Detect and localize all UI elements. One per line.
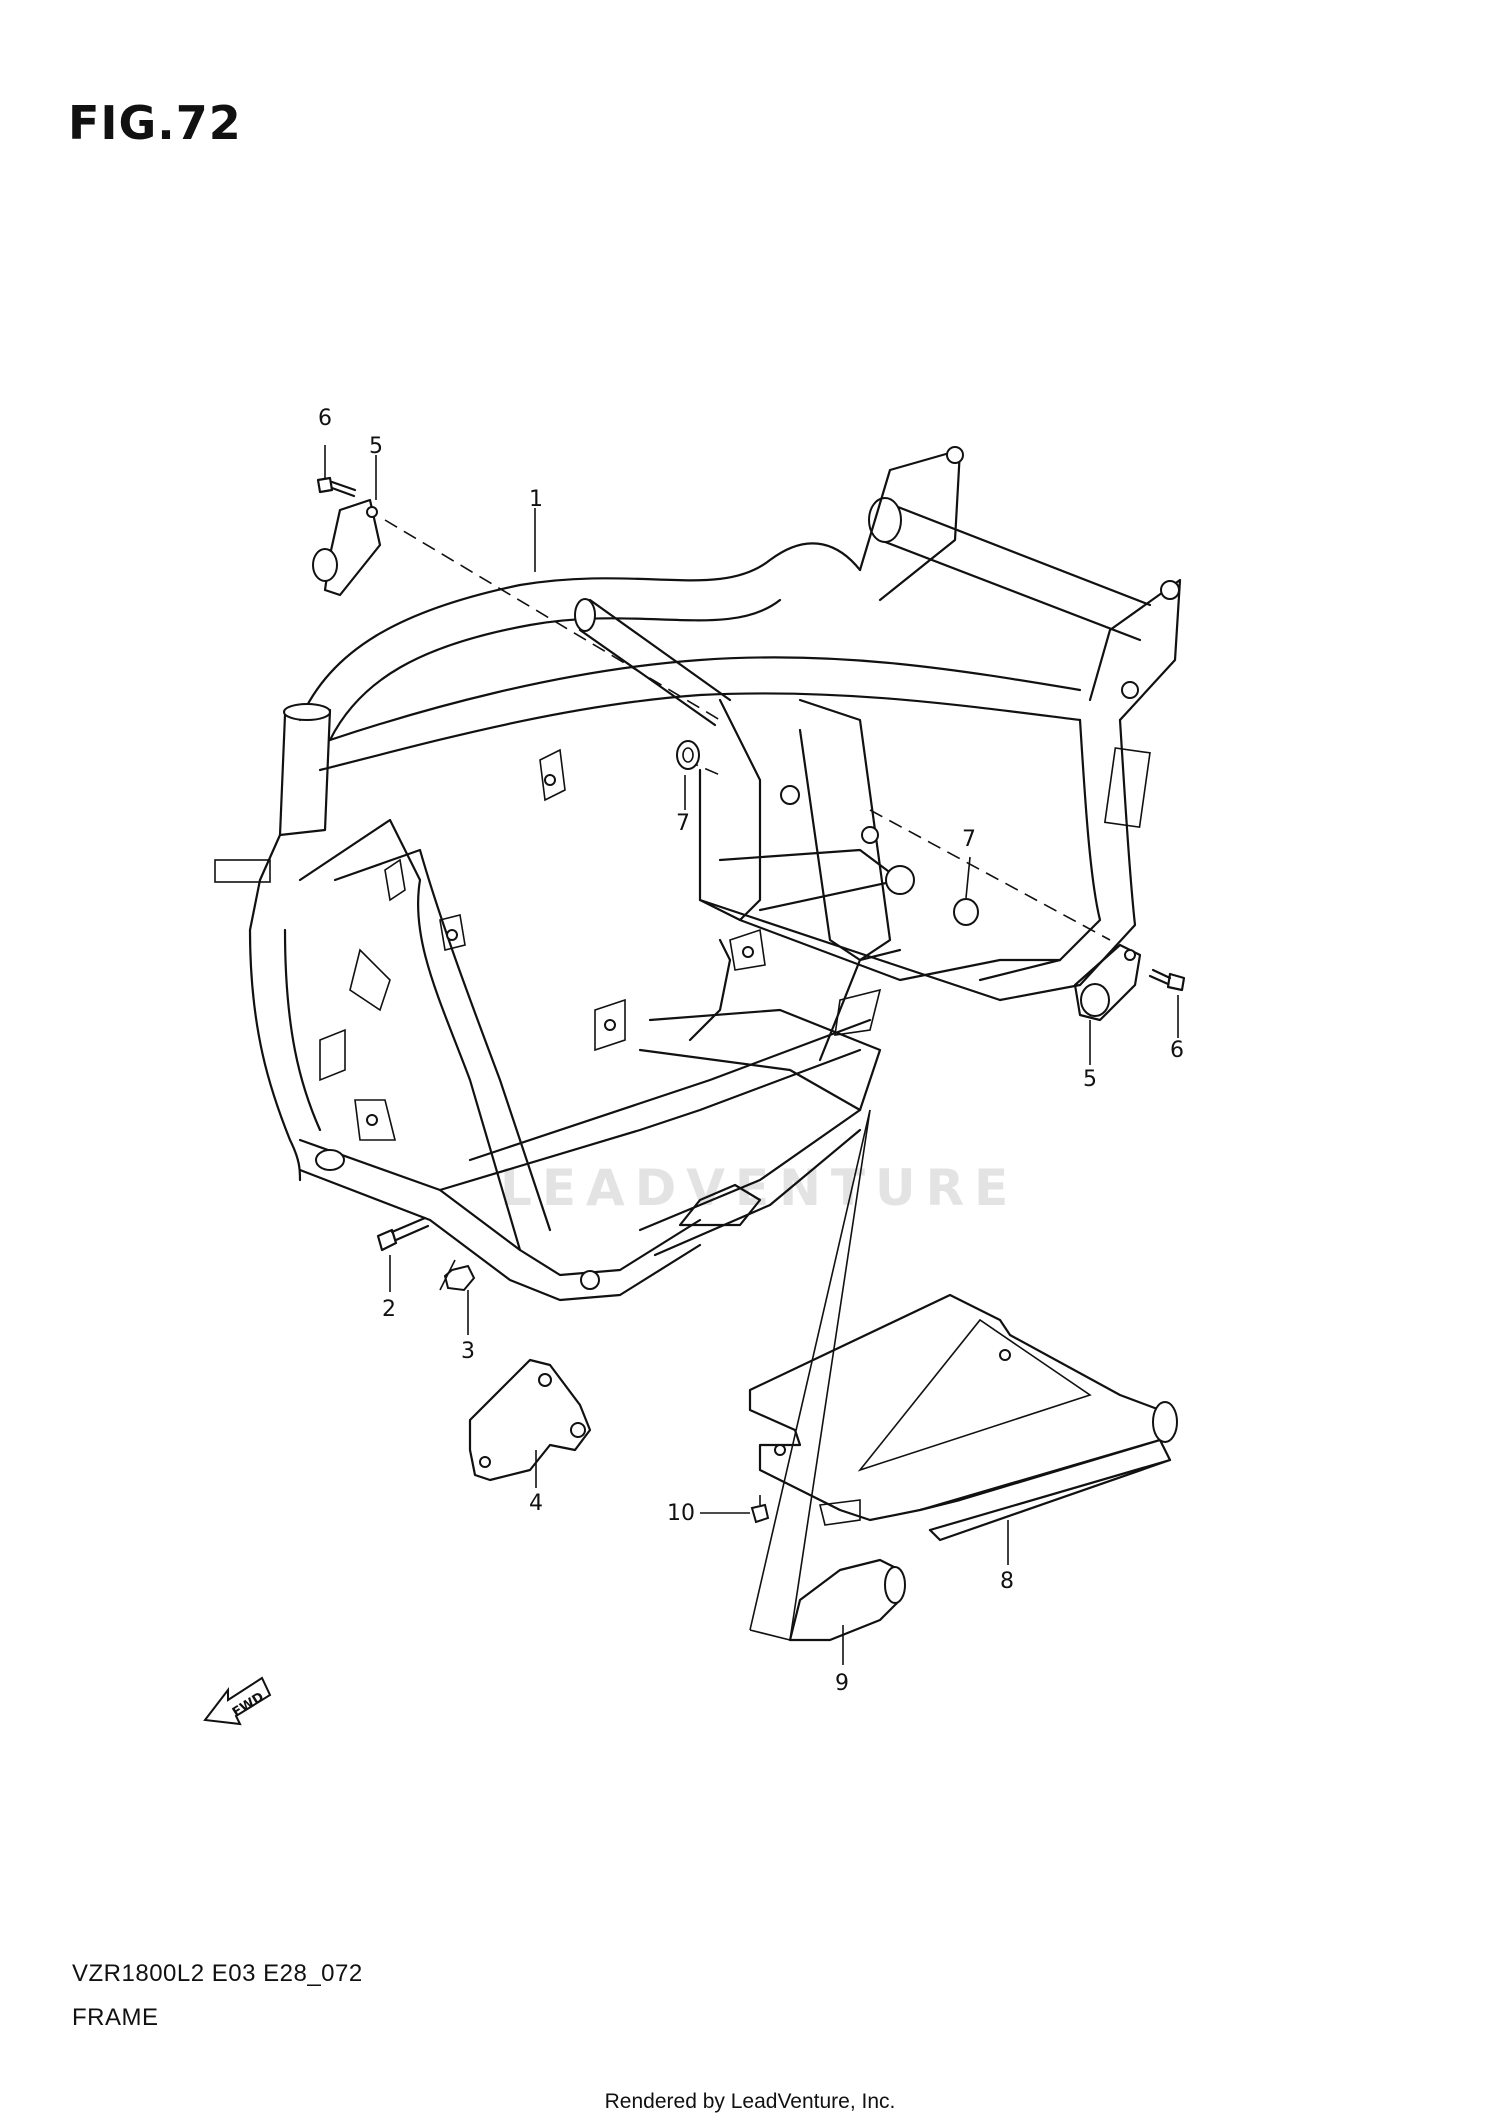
part-4-bracket bbox=[468, 1358, 592, 1482]
callout-4: 4 bbox=[529, 1491, 543, 1516]
part-6-bolt-right bbox=[1148, 968, 1186, 992]
callout-2: 2 bbox=[382, 1297, 396, 1322]
part-5-bracket-left bbox=[312, 498, 382, 597]
callout-7-right: 7 bbox=[962, 827, 976, 852]
frame-main bbox=[214, 446, 1182, 1302]
part-9-cover bbox=[788, 1558, 906, 1642]
part-7-cap-right bbox=[953, 898, 979, 926]
callout-6-right: 6 bbox=[1170, 1038, 1184, 1063]
watermark-text: LEADVENTURE bbox=[500, 1159, 1018, 1217]
render-credit: Rendered by LeadVenture, Inc. bbox=[604, 2090, 896, 2113]
callout-10: 10 bbox=[667, 1501, 695, 1526]
callout-8: 8 bbox=[1000, 1569, 1014, 1594]
model-code: VZR1800L2 E03 E28_072 bbox=[72, 1960, 363, 1987]
callout-5-left: 5 bbox=[369, 434, 383, 459]
part-7-cap-left bbox=[676, 740, 700, 770]
part-8-cover bbox=[748, 1293, 1178, 1542]
part-10-bolt bbox=[750, 1495, 770, 1524]
part-5-bracket-right bbox=[1073, 943, 1142, 1022]
part-2-bolt bbox=[376, 1216, 430, 1252]
callout-3: 3 bbox=[461, 1339, 475, 1364]
part-3-nut bbox=[439, 1259, 476, 1292]
callout-9: 9 bbox=[835, 1671, 849, 1696]
callout-1: 1 bbox=[529, 487, 543, 512]
callout-6-left: 6 bbox=[318, 406, 332, 431]
figure-title: FIG.72 bbox=[68, 96, 242, 150]
model-name: FRAME bbox=[72, 2004, 159, 2031]
part-6-bolt-left bbox=[316, 476, 357, 498]
forward-arrow-icon: FWD bbox=[203, 1676, 272, 1726]
callout-7-left: 7 bbox=[676, 811, 690, 836]
callout-5-right: 5 bbox=[1083, 1067, 1097, 1092]
